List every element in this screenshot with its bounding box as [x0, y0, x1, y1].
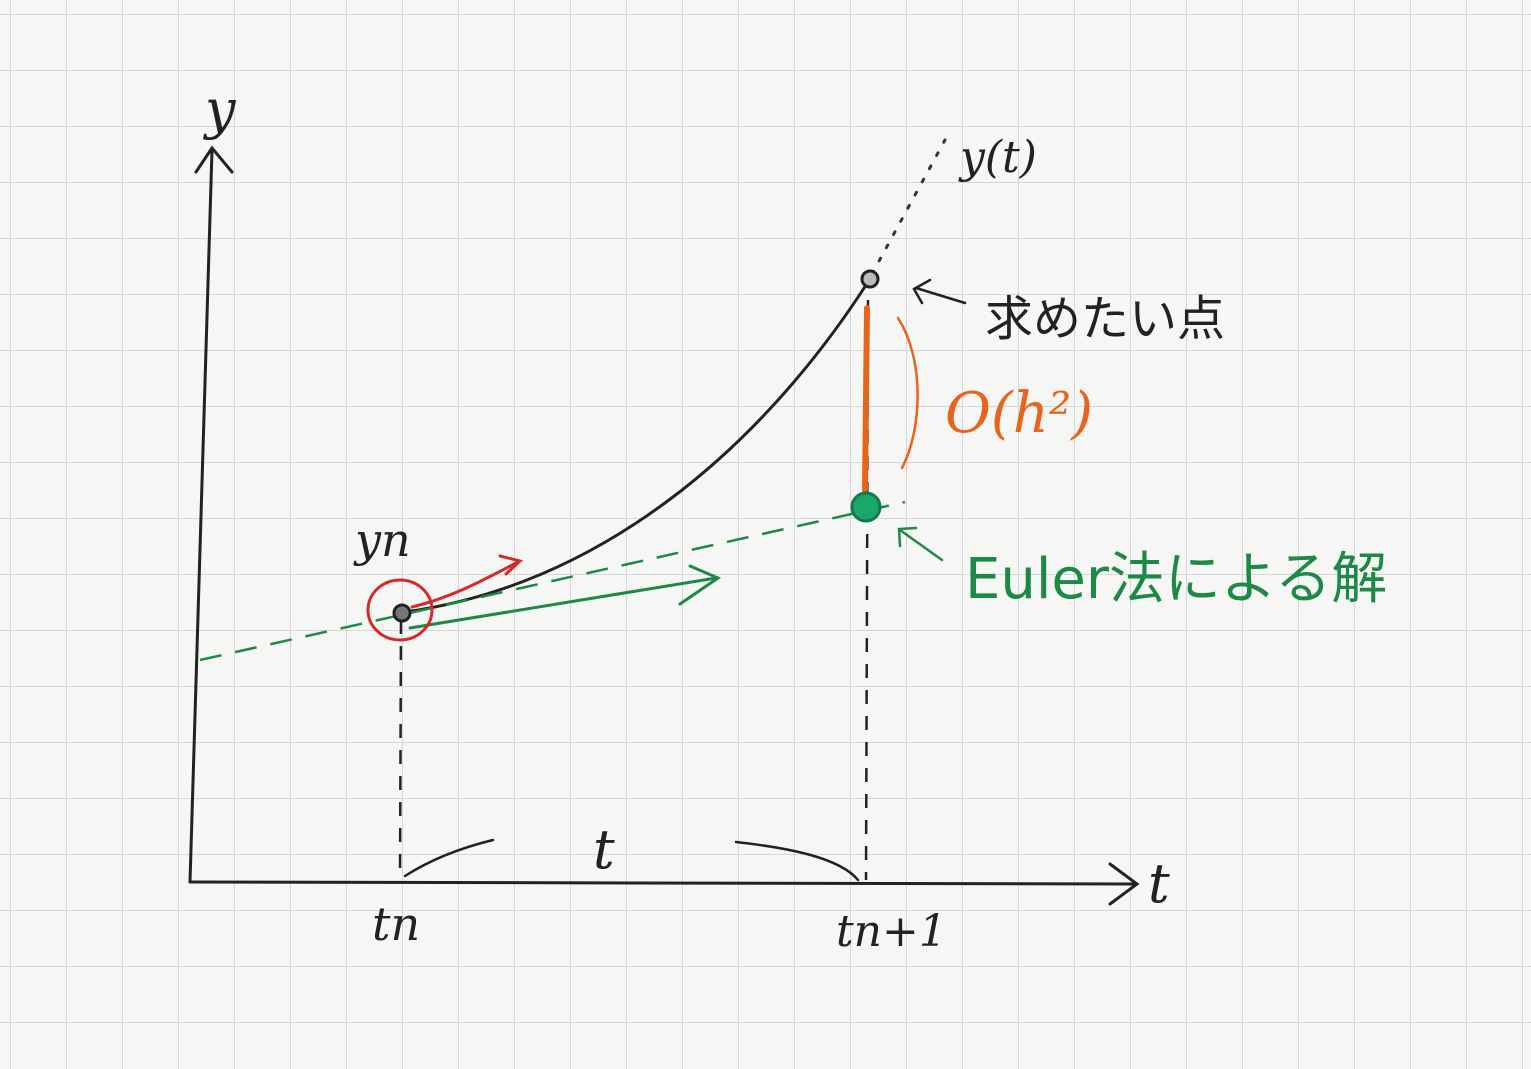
error-brace — [896, 316, 919, 470]
curve-continuation-dotted — [870, 138, 947, 276]
y-axis-arrowhead — [194, 145, 234, 174]
step-width-brace — [403, 838, 860, 882]
derivative-arrow — [410, 554, 524, 609]
euler-solution-label: Euler法による解 — [965, 547, 1387, 612]
t-axis-line — [188, 880, 1137, 886]
y-axis-line — [188, 148, 214, 884]
guide-tn1 — [864, 299, 870, 881]
error-segment — [862, 305, 870, 493]
target-point — [860, 269, 880, 289]
solution-curve — [403, 280, 870, 614]
slope-arrow — [408, 564, 722, 630]
curve-label: y(t) — [958, 132, 1037, 183]
tn-label: tn — [372, 897, 420, 951]
t-axis-label: t — [1148, 852, 1170, 915]
target-point-label: 求めたい点 — [985, 291, 1225, 347]
euler-point — [850, 491, 882, 523]
error-order-label: O(h²) — [945, 381, 1093, 446]
t-axis-arrowhead — [1108, 862, 1140, 906]
yn-point — [392, 603, 412, 623]
yn-highlight-circle — [366, 578, 434, 642]
vertical-guides — [398, 299, 870, 881]
tn1-label: tn+1 — [836, 906, 947, 957]
step-width-label: t — [593, 818, 615, 881]
axes — [188, 145, 1140, 906]
guide-tn — [398, 619, 403, 881]
arrow-up-left-icon — [897, 526, 944, 562]
euler-tangent-line — [199, 500, 906, 662]
arrow-left-icon — [912, 278, 967, 305]
y-axis-label: y — [203, 78, 237, 141]
yn-label: yn — [353, 513, 411, 567]
